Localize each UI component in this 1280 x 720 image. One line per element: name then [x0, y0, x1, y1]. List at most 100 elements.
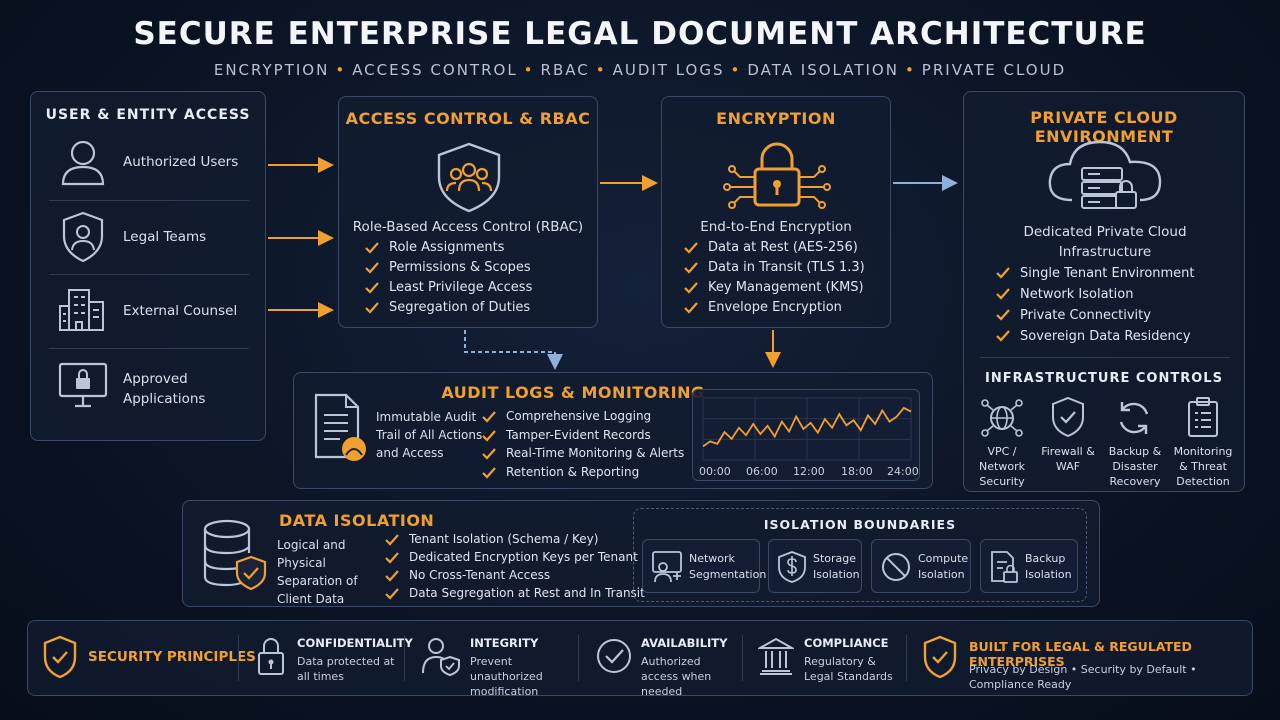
encryption-list: Data at Rest (AES-256) Data in Transit (… [682, 238, 865, 318]
encryption-title: ENCRYPTION [716, 109, 836, 128]
check-circle-icon [595, 637, 633, 675]
principle-name: INTEGRITY [470, 636, 539, 650]
list-item: Tamper-Evident Records [480, 426, 684, 445]
list-item: Key Management (KMS) [682, 278, 865, 298]
principles-title: SECURITY PRINCIPLES [88, 649, 256, 665]
list-item-label: Sovereign Data Residency [1020, 329, 1191, 344]
list-item: Private Connectivity [994, 305, 1195, 326]
list-item-label: Tamper-Evident Records [506, 427, 651, 442]
document-log-icon [312, 391, 368, 465]
access-item-label: External Counsel [123, 303, 238, 319]
check-icon [365, 282, 379, 294]
shield-user-icon [59, 210, 107, 264]
private-cloud-panel: PRIVATE CLOUD ENVIRONMENT Dedicated Priv… [963, 91, 1245, 492]
check-icon [684, 282, 698, 294]
access-control-subtitle: Role-Based Access Control (RBAC) [352, 219, 584, 235]
chart-grid [702, 397, 912, 461]
list-item-label: Dedicated Encryption Keys per Tenant [409, 550, 638, 564]
check-icon [385, 534, 399, 546]
subtitle-separator: • [523, 61, 535, 79]
subtitle-item: RBAC [540, 61, 590, 79]
list-item-label: Data at Rest (AES-256) [708, 240, 858, 255]
list-item-label: Key Management (KMS) [708, 280, 864, 295]
list-item: Data in Transit (TLS 1.3) [682, 258, 865, 278]
shield-group-icon [431, 141, 507, 213]
check-icon [684, 262, 698, 274]
security-principles-panel: SECURITY PRINCIPLES CONFIDENTIALITY Data… [27, 620, 1253, 698]
boundary-card: Backup Isolation [980, 539, 1078, 593]
tick-label: 06:00 [746, 465, 778, 478]
list-item-label: Retention & Reporting [506, 464, 640, 479]
list-item: Sovereign Data Residency [994, 326, 1195, 347]
list-item: Tenant Isolation (Schema / Key) [383, 530, 645, 548]
list-item: Least Privilege Access [363, 278, 532, 298]
divider [238, 635, 239, 681]
list-item-label: Envelope Encryption [708, 300, 842, 315]
control-label: Backup & Disaster Recovery [1108, 445, 1162, 488]
access-item-label: Legal Teams [123, 229, 207, 245]
list-item: Data Segregation at Rest and In Transit [383, 584, 645, 602]
padlock-icon [256, 635, 286, 677]
user-shield-icon [421, 635, 461, 677]
divider [578, 635, 579, 681]
check-icon [482, 429, 496, 442]
list-item: Retention & Reporting [480, 463, 684, 482]
check-icon [482, 466, 496, 479]
check-icon [365, 302, 379, 314]
built-for-desc: Privacy by Design • Security by Default … [969, 663, 1197, 691]
list-item: Envelope Encryption [682, 298, 865, 318]
audit-title: AUDIT LOGS & MONITORING [441, 383, 705, 402]
access-control-panel: ACCESS CONTROL & RBAC Role-Based Access … [338, 96, 598, 328]
check-icon [684, 302, 698, 314]
list-item-label: Data in Transit (TLS 1.3) [708, 260, 865, 275]
line-chart [702, 397, 912, 461]
page-title: SECURE ENTERPRISE LEGAL DOCUMENT ARCHITE… [133, 16, 1147, 52]
list-item: Role Assignments [363, 238, 532, 258]
check-icon [385, 552, 399, 564]
principle-desc: Prevent unauthorized modification [470, 655, 543, 698]
tick-label: 12:00 [793, 465, 825, 478]
list-item: Dedicated Encryption Keys per Tenant [383, 548, 645, 566]
boundary-card: Storage Isolation [768, 539, 862, 593]
subtitle-item: ACCESS CONTROL [352, 61, 518, 79]
document-lock-icon [989, 549, 1019, 585]
list-item-label: Tenant Isolation (Schema / Key) [409, 532, 599, 546]
list-item: Real-Time Monitoring & Alerts [480, 444, 684, 463]
divider [404, 635, 405, 681]
boundary-label: Compute Isolation [918, 552, 969, 581]
user-access-title: USER & ENTITY ACCESS [45, 107, 251, 123]
divider [742, 635, 743, 681]
subtitle-item: AUDIT LOGS [612, 61, 725, 79]
series-line [702, 406, 912, 448]
check-icon [482, 411, 496, 423]
tick-label: 18:00 [841, 465, 873, 478]
infrastructure-controls-title: INFRASTRUCTURE CONTROLS [985, 371, 1223, 386]
principle-desc: Data protected at all times [297, 655, 395, 683]
data-isolation-panel: DATA ISOLATION Logical and Physical Sepa… [182, 500, 1100, 607]
divider [49, 274, 249, 275]
shield-check-icon [42, 635, 78, 679]
list-item: Single Tenant Environment [994, 263, 1195, 284]
check-icon [996, 267, 1010, 279]
subtitle-separator: • [904, 61, 916, 79]
boundary-card: Compute Isolation [871, 539, 971, 593]
check-icon [385, 570, 399, 582]
divider [980, 357, 1230, 358]
control-label: Firewall & WAF [1041, 445, 1095, 473]
audit-list: Comprehensive Logging Tamper-Evident Rec… [480, 407, 684, 481]
monitor-lock-icon [57, 360, 109, 410]
no-entry-icon [880, 551, 912, 583]
check-icon [365, 262, 379, 274]
list-item-label: Permissions & Scopes [389, 260, 531, 275]
check-icon [385, 588, 399, 600]
network-user-icon [651, 550, 683, 584]
data-isolation-title: DATA ISOLATION [279, 511, 435, 530]
subtitle-separator: • [335, 61, 347, 79]
private-cloud-list: Single Tenant Environment Network Isolat… [994, 263, 1195, 347]
access-item-label: Approved Applications [123, 371, 206, 407]
courthouse-icon [758, 636, 794, 676]
principle-name: COMPLIANCE [804, 636, 889, 650]
building-icon [57, 286, 107, 334]
list-item: Data at Rest (AES-256) [682, 238, 865, 258]
